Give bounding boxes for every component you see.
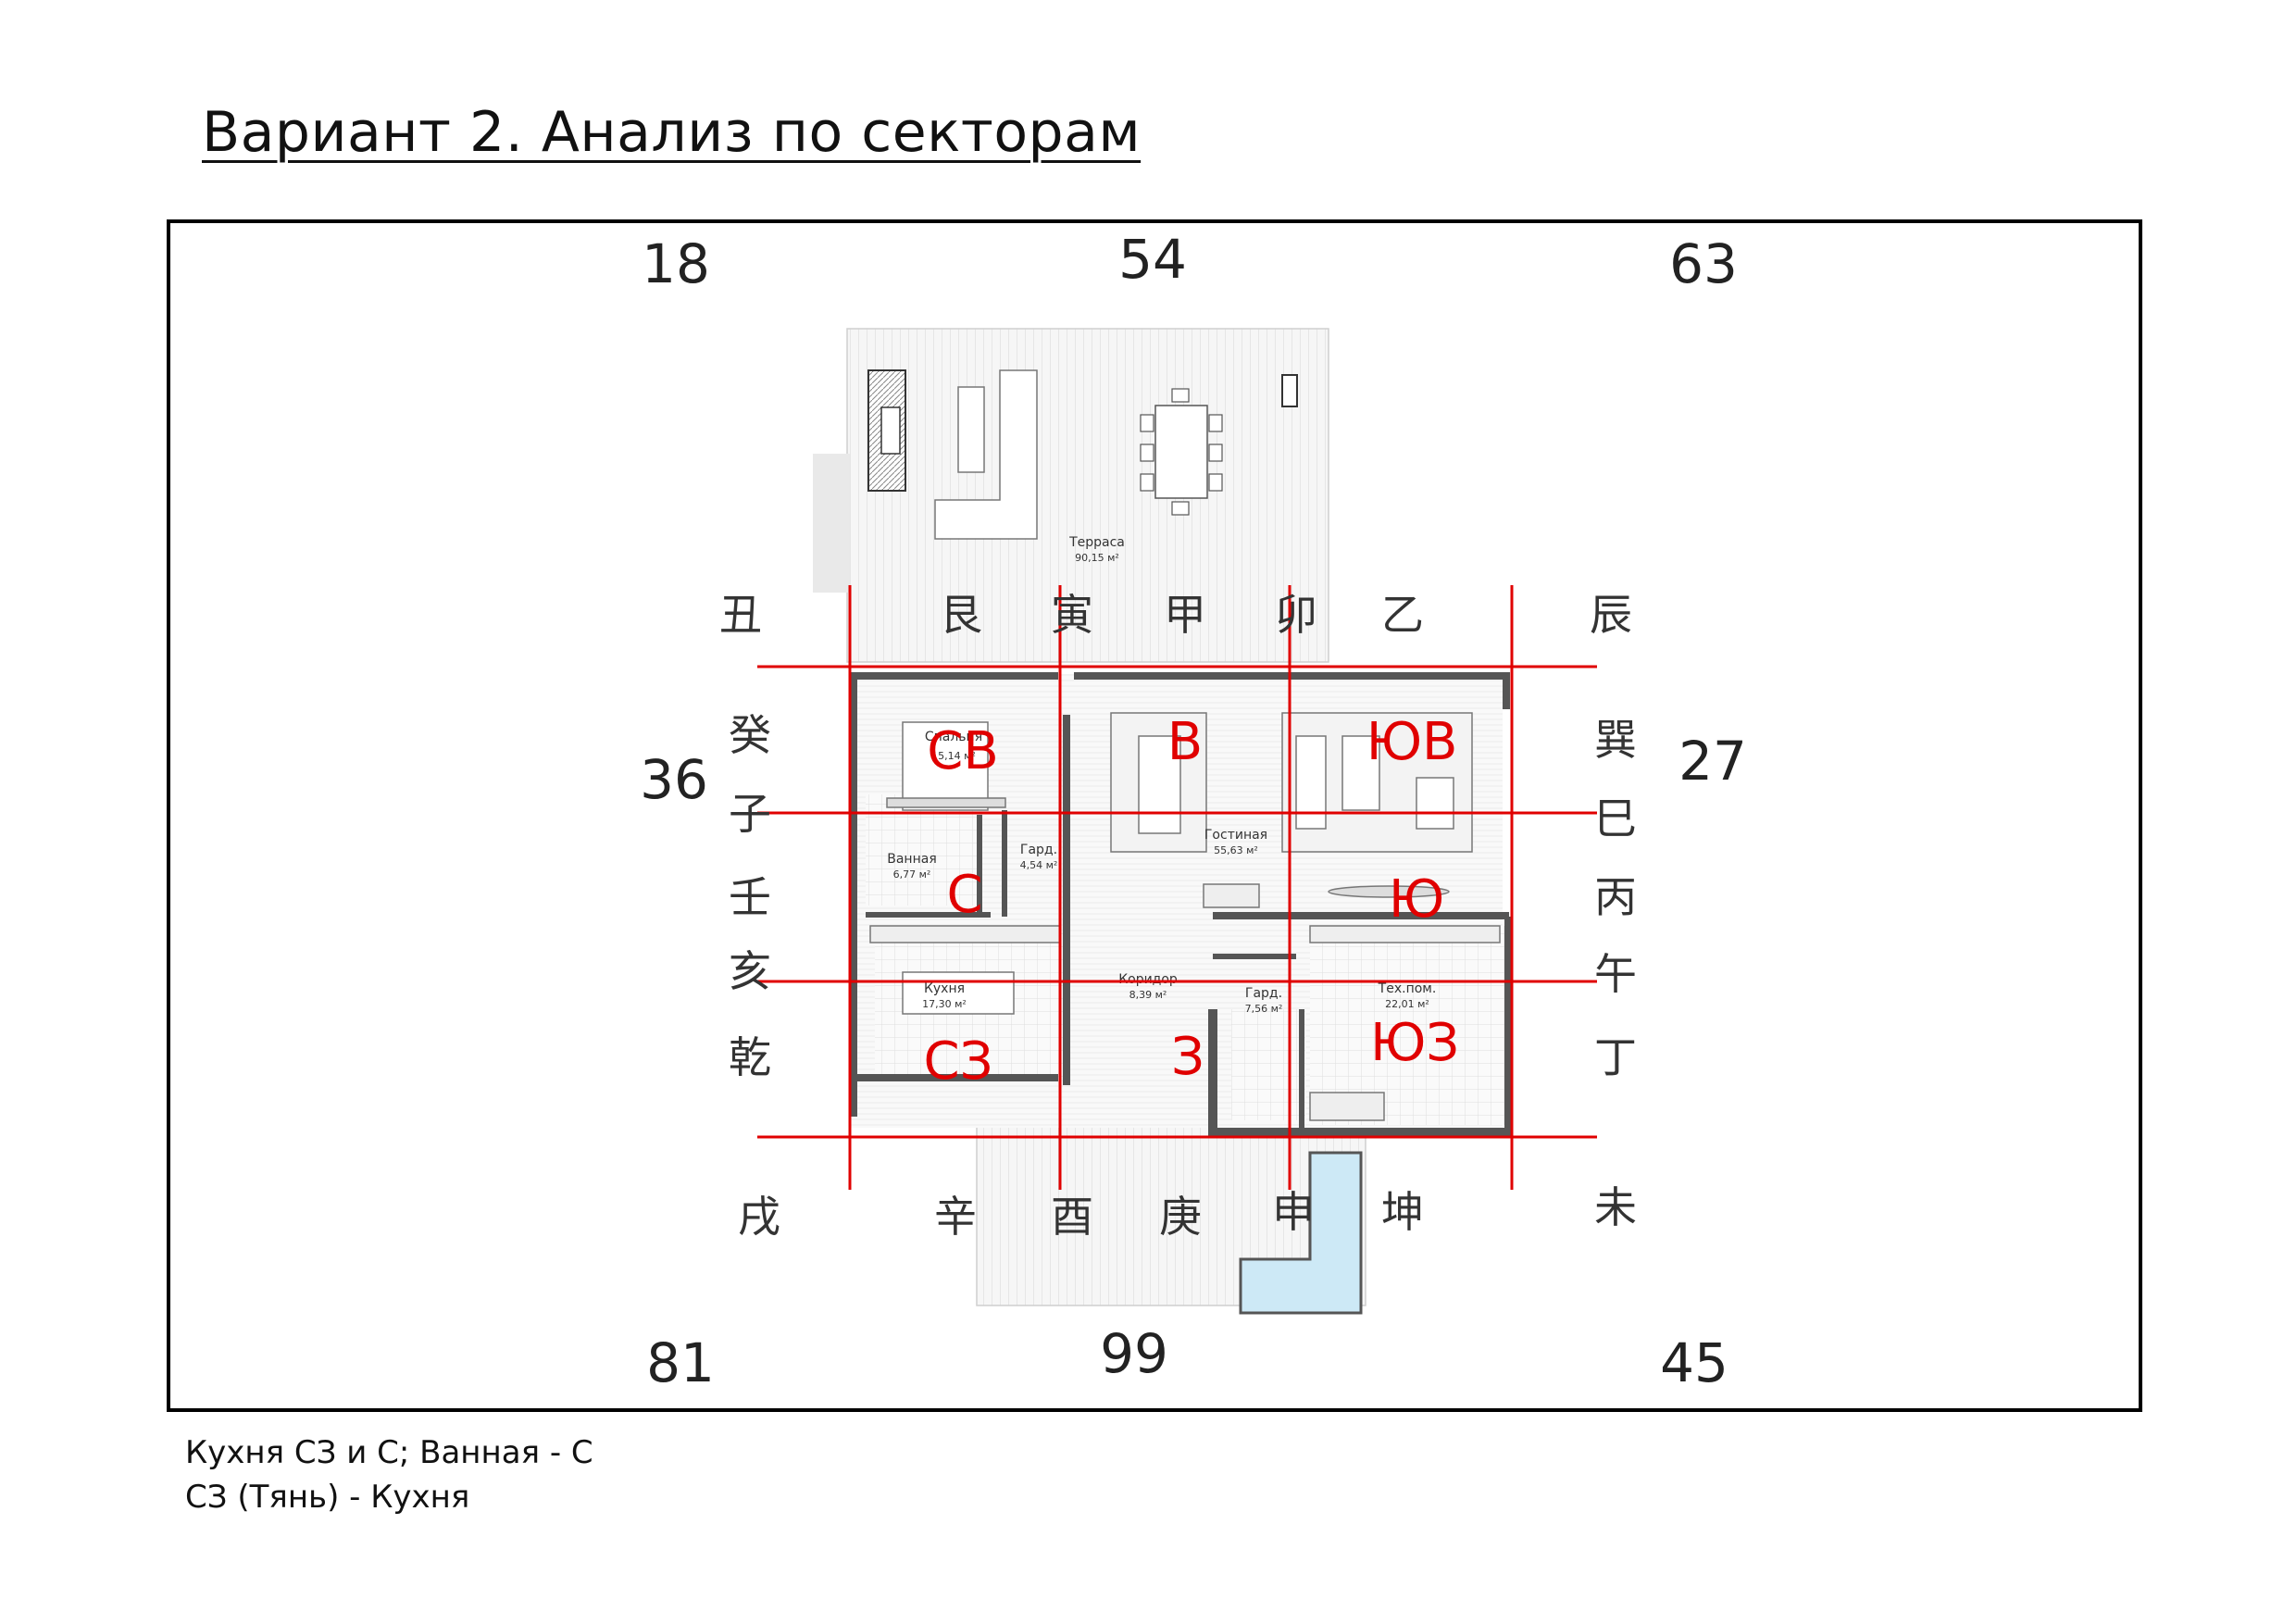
room-label-wardrobe-2: Гард. <box>1245 986 1282 1001</box>
room-area-bath: 6,77 м² <box>893 868 931 881</box>
sector-label-n: С <box>946 865 982 925</box>
mountain-top-6: 乙 <box>1381 590 1424 640</box>
mountains-right: 巽 巳 丙 午 丁 <box>1594 715 1637 1082</box>
room-label-bath: Ванная <box>887 852 937 867</box>
ring-number-sw: 81 <box>646 1331 715 1394</box>
room-area-wardrobe-1: 4,54 м² <box>1020 859 1058 871</box>
mountains-bottom: 戌 辛 酉 庚 申 坤 未 <box>738 1182 1637 1242</box>
room-label-bedroom: Спальня <box>925 730 982 744</box>
mountain-bottom-1: 戌 <box>738 1192 780 1242</box>
mountain-top-5: 卯 <box>1275 590 1317 640</box>
ring-number-s: 99 <box>1100 1322 1168 1385</box>
mountain-left-3: 壬 <box>729 872 771 922</box>
room-label-utility: Тех.пом. <box>1378 981 1437 996</box>
mountain-left-2: 子 <box>729 789 771 839</box>
furniture <box>869 712 1501 1121</box>
sector-label-sw: ЮЗ <box>1370 1013 1459 1073</box>
ring-number-n: 54 <box>1118 228 1187 291</box>
ring-number-se: 45 <box>1660 1331 1728 1394</box>
room-label-corridor: Коридор <box>1118 972 1178 987</box>
mountain-bottom-6: 坤 <box>1381 1187 1424 1237</box>
mountain-top-2: 艮 <box>940 590 982 640</box>
mountain-top-3: 寅 <box>1051 590 1093 640</box>
room-label-living: Гостиная <box>1204 828 1267 843</box>
analysis-notes: Кухня СЗ и С; Ванная - С СЗ (Тянь) - Кух… <box>185 1430 593 1519</box>
room-area-kitchen: 17,30 м² <box>922 998 967 1010</box>
room-area-living: 55,63 м² <box>1214 844 1258 856</box>
room-area-corridor: 8,39 м² <box>1129 989 1167 1001</box>
ring-number-nw: 18 <box>642 232 710 295</box>
mountain-bottom-2: 辛 <box>934 1192 977 1242</box>
room-area-utility: 22,01 м² <box>1385 998 1429 1010</box>
room-area-bedroom: 15,14 м² <box>931 750 976 762</box>
diagram-frame <box>167 219 2142 1412</box>
note-line-1: Кухня СЗ и С; Ванная - С <box>185 1434 593 1471</box>
room-area-terrace: 90,15 м² <box>1075 552 1119 564</box>
mountain-left-1: 癸 <box>729 710 771 760</box>
mountain-right-3: 丙 <box>1594 872 1637 922</box>
room-label-wardrobe-1: Гард. <box>1020 843 1057 857</box>
terrace: Терраса 90,15 м² <box>813 328 1329 663</box>
sector-label-e: В <box>1167 712 1203 772</box>
sector-label-se: ЮВ <box>1366 712 1458 772</box>
mountain-top-4: 甲 <box>1164 590 1206 640</box>
mountains-left: 癸 子 壬 亥 乾 <box>729 710 771 1082</box>
mountain-left-5: 乾 <box>729 1032 771 1082</box>
note-line-2: СЗ (Тянь) - Кухня <box>185 1479 470 1516</box>
sector-label-ne: СВ <box>927 721 999 781</box>
mountain-bottom-5: 申 <box>1272 1187 1315 1237</box>
mountain-top-1: 丑 <box>719 590 762 640</box>
mountain-right-4: 午 <box>1594 949 1637 999</box>
room-labels: Спальня 15,14 м² Гостиная 55,63 м² Ванна… <box>887 730 1436 1015</box>
mountain-bottom-3: 酉 <box>1051 1192 1093 1242</box>
mountains-top: 丑 艮 寅 甲 卯 乙 辰 <box>719 590 1632 640</box>
mountain-bottom-7: 未 <box>1594 1182 1637 1232</box>
sector-grid <box>757 585 1597 1190</box>
sector-label-s: Ю <box>1389 869 1444 930</box>
house-walls <box>850 672 1512 1137</box>
mountain-right-2: 巳 <box>1594 793 1637 843</box>
ring-number-ne: 63 <box>1669 232 1738 295</box>
room-area-wardrobe-2: 7,56 м² <box>1245 1003 1283 1015</box>
mountain-bottom-4: 庚 <box>1159 1192 1202 1242</box>
mountain-left-4: 亥 <box>729 946 771 996</box>
room-label-terrace: Терраса <box>1068 535 1125 550</box>
mountain-top-7: 辰 <box>1590 590 1632 640</box>
ring-number-e: 27 <box>1678 730 1747 793</box>
sector-labels: СВ В ЮВ С Ю СЗ З ЮЗ <box>923 712 1459 1092</box>
ring-number-w: 36 <box>640 748 708 811</box>
sector-label-w: З <box>1171 1027 1204 1087</box>
mountain-right-1: 巽 <box>1594 715 1637 765</box>
room-label-kitchen: Кухня <box>924 981 965 996</box>
ring-numbers: 18 54 63 36 27 81 99 45 <box>640 228 1747 1394</box>
mountain-right-5: 丁 <box>1594 1032 1637 1082</box>
page-title: Вариант 2. Анализ по секторам <box>202 100 1142 165</box>
sector-label-nw: СЗ <box>923 1031 992 1092</box>
